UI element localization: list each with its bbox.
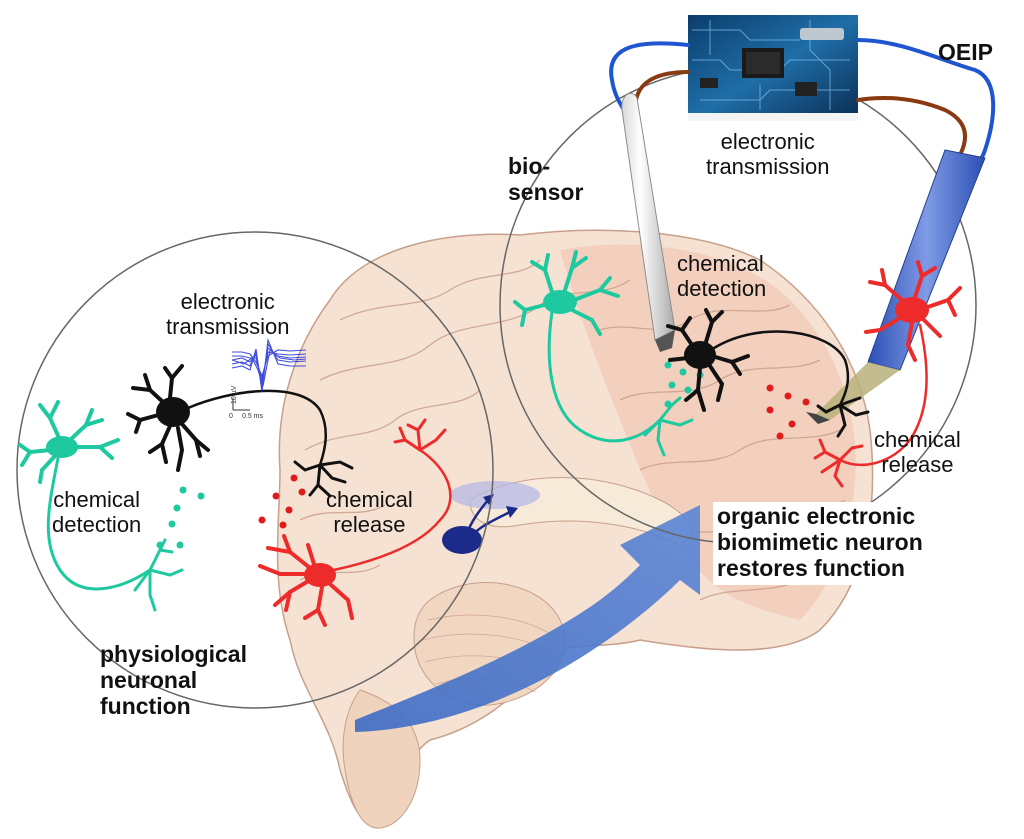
left-red-dots <box>258 474 306 529</box>
right-teal-dots <box>664 361 704 408</box>
right-relay-neuron-icon <box>666 308 870 438</box>
biosensor-probe <box>621 92 676 352</box>
oeip-label: OEIP <box>938 39 993 65</box>
left-motor-neuron-icon <box>258 418 452 627</box>
right-red-dots <box>766 384 810 440</box>
big-arrow-icon <box>355 505 700 732</box>
biosensor-label: bio-sensor <box>508 153 584 205</box>
scale-vertical-label: 10 µV <box>231 385 238 404</box>
left-teal-dots <box>156 486 205 549</box>
right-sensory-neuron-icon <box>513 250 694 457</box>
circuit-board-photo <box>688 15 858 121</box>
spike-trace-icon: 10 µV 0.5 ms 0 <box>229 337 307 420</box>
left-sensory-neuron-icon <box>18 400 184 612</box>
left-relay-neuron-icon <box>126 364 354 498</box>
left-circle <box>16 231 494 709</box>
scale-origin-label: 0 <box>229 413 233 420</box>
scale-horizontal-label: 0.5 ms <box>242 413 264 420</box>
right-motor-neuron-icon <box>813 260 962 488</box>
